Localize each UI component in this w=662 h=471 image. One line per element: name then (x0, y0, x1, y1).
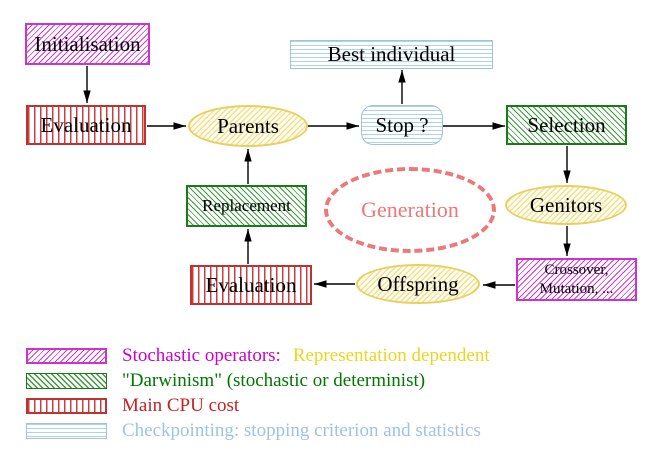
generation-label: Generation (361, 197, 459, 222)
node-parents-label: Parents (217, 113, 279, 138)
node-initialisation-label: Initialisation (34, 31, 141, 56)
legend-representation-label: Representation dependent (292, 345, 490, 366)
legend: Stochastic operators: Representation dep… (26, 345, 490, 448)
legend-darwinism-label: "Darwinism" (stochastic or determinist) (122, 370, 426, 391)
node-offspring-label: Offspring (377, 271, 459, 296)
legend-row-cpu: Main CPU cost (26, 395, 490, 416)
node-stop-label: Stop ? (375, 112, 429, 137)
legend-stochastic-label: Stochastic operators: (122, 345, 281, 366)
legend-checkpointing-label: Checkpointing: stopping criterion and st… (122, 420, 481, 441)
legend-row-darwinism: "Darwinism" (stochastic or determinist) (26, 370, 490, 391)
node-parents: Parents (188, 105, 308, 147)
legend-cpu-label: Main CPU cost (122, 395, 240, 416)
node-crossover-line2: Mutation, ... (539, 280, 614, 297)
node-evaluation-bottom-label: Evaluation (205, 272, 297, 297)
generation-cycle-ellipse: Generation (324, 167, 496, 253)
node-best-individual: Best individual (290, 40, 493, 69)
node-best-individual-label: Best individual (327, 42, 456, 66)
node-offspring: Offspring (356, 264, 480, 304)
node-evaluation-top: Evaluation (26, 105, 146, 145)
node-genitors: Genitors (505, 185, 627, 225)
darwinism-hatch-swatch-icon (26, 373, 107, 389)
node-genitors-label: Genitors (529, 192, 603, 217)
node-replacement: Replacement (186, 185, 307, 227)
node-selection-label: Selection (527, 112, 606, 137)
legend-row-checkpointing: Checkpointing: stopping criterion and st… (26, 420, 490, 441)
node-crossover-line1: Crossover, (544, 261, 609, 278)
node-crossover-mutation: Crossover, Mutation, ... (516, 258, 637, 301)
node-evaluation-top-label: Evaluation (40, 112, 132, 137)
stochastic-hatch-swatch-icon (26, 348, 107, 364)
cpu-hatch-swatch-icon (26, 398, 107, 414)
node-stop: Stop ? (361, 105, 443, 145)
legend-row-stochastic: Stochastic operators: Representation dep… (26, 345, 490, 366)
node-initialisation: Initialisation (25, 23, 150, 65)
node-evaluation-bottom: Evaluation (190, 265, 312, 305)
node-selection: Selection (506, 105, 627, 145)
node-replacement-label: Replacement (202, 196, 291, 215)
checkpointing-hatch-swatch-icon (26, 423, 107, 439)
